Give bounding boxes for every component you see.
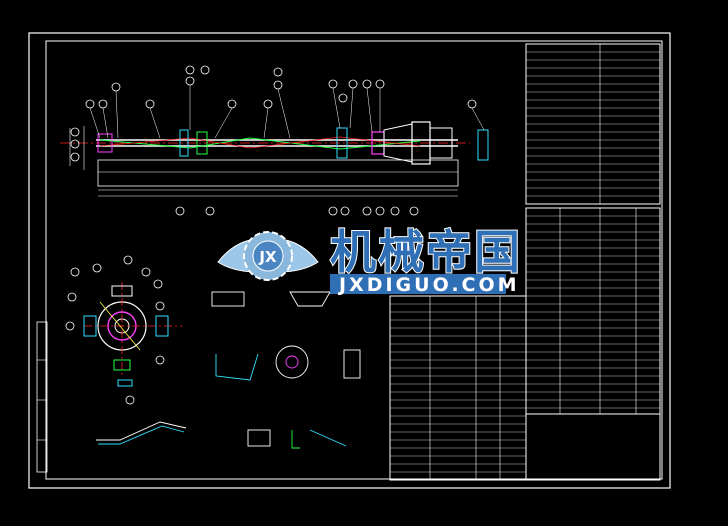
main-elevation-view (60, 121, 489, 197)
cross-section-balloons (65, 255, 165, 405)
cross-section-view (83, 282, 182, 387)
spec-table-rows (526, 51, 660, 197)
watermark-cn-text: 机械帝国 (330, 225, 522, 279)
watermark-en-text: JXDIGUO.COM (337, 274, 520, 296)
logo-letter: JX (258, 248, 277, 266)
drawing-frame (28, 32, 671, 489)
parts-table-rows (526, 215, 660, 409)
detail-views (96, 291, 361, 449)
bottom-leader-balloons (175, 206, 419, 216)
top-leader-lines (89, 85, 485, 139)
gear-wings-icon: JX (217, 231, 319, 281)
watermark-logo: JX 机械帝国 JXDIGUO.COM (217, 224, 522, 296)
bom-table-rows (390, 303, 526, 473)
